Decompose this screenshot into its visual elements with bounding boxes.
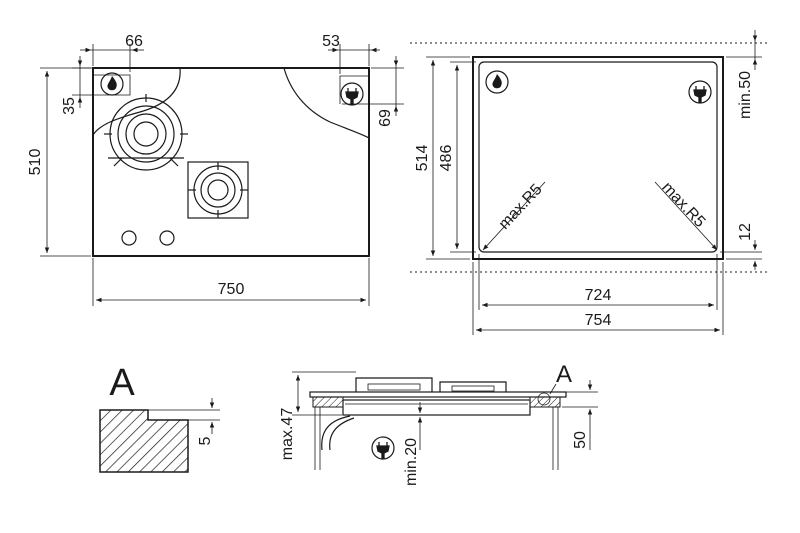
large-burner xyxy=(104,94,188,171)
detail-a: A 5 xyxy=(99,362,220,473)
worktop-right xyxy=(529,396,561,408)
cutout-outer xyxy=(472,56,724,260)
dim-elec-offset-53: 53 xyxy=(322,33,340,50)
dim-worktop-50: 50 xyxy=(572,431,589,449)
dim-outer-width-754: 754 xyxy=(585,312,612,329)
dim-elec-offset-69: 69 xyxy=(377,109,394,127)
control-knob xyxy=(121,230,137,246)
hob-break-line-left xyxy=(92,67,181,136)
hob-outline xyxy=(92,67,370,257)
hob-top-view: 750 510 66 35 53 69 xyxy=(27,33,404,306)
detail-a-callout-circle xyxy=(537,392,551,406)
dim-height-510: 510 xyxy=(27,149,44,176)
dim-step-5: 5 xyxy=(197,436,214,445)
flame-icon xyxy=(100,72,124,96)
worktop-section xyxy=(99,409,189,473)
hob-body xyxy=(342,399,531,416)
dim-inner-height-486: 486 xyxy=(438,145,455,172)
side-section: max.47 min.20 A 50 xyxy=(279,361,598,486)
hob-break-line-right xyxy=(283,67,370,139)
dim-outer-height-514: 514 xyxy=(414,145,431,172)
hob-plate xyxy=(309,391,567,398)
dim-gas-offset-35: 35 xyxy=(61,97,78,115)
small-burner xyxy=(187,161,249,219)
plug-icon xyxy=(340,82,364,106)
dim-inner-width-724: 724 xyxy=(585,287,612,304)
cutout-inner xyxy=(478,61,718,253)
radius-left-label: max.R5 xyxy=(496,181,546,233)
cutout-view: max.R5 max.R5 724 754 514 486 min.50 xyxy=(410,30,770,335)
control-knob xyxy=(159,230,175,246)
worktop-left xyxy=(312,396,344,408)
plug-icon xyxy=(371,436,395,460)
flame-icon xyxy=(485,70,509,94)
dim-width-750: 750 xyxy=(218,281,245,298)
detail-a-callout: A xyxy=(556,361,572,388)
small-burner-side xyxy=(439,381,507,392)
dim-min-20: min.20 xyxy=(403,438,420,486)
detail-a-title: A xyxy=(109,362,135,404)
large-burner-side xyxy=(355,377,433,392)
gas-pipe xyxy=(321,415,351,451)
radius-right-label: max.R5 xyxy=(658,179,708,231)
dim-bottom-gap-12: 12 xyxy=(737,223,754,241)
dim-gas-offset-66: 66 xyxy=(125,33,143,50)
plug-icon xyxy=(688,80,712,104)
dim-top-clearance: min.50 xyxy=(737,71,754,119)
dim-max-47: max.47 xyxy=(279,408,296,461)
